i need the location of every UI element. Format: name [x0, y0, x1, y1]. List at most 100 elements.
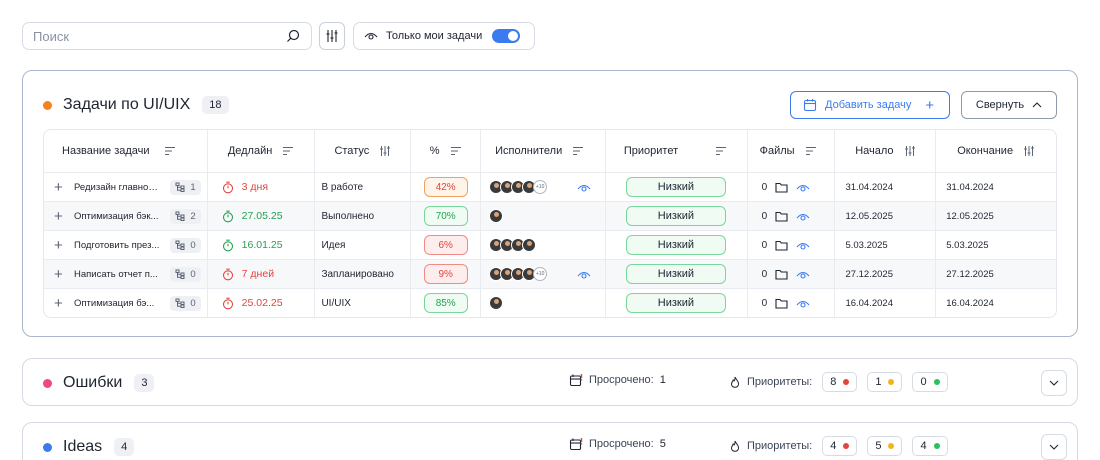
status-cell[interactable]: Запланировано — [315, 260, 412, 288]
eye-icon[interactable] — [796, 182, 810, 193]
column-settings-icon[interactable] — [904, 145, 916, 157]
more-assignees-badge[interactable]: +10 — [533, 267, 548, 281]
column-header-status[interactable]: Статус — [315, 130, 412, 172]
priority-badge[interactable]: Низкий — [625, 235, 726, 255]
sort-icon[interactable] — [805, 146, 817, 156]
eye-icon[interactable] — [796, 269, 810, 280]
priority-medium-count[interactable]: 1 — [867, 372, 903, 392]
priority-badge[interactable]: Низкий — [625, 264, 726, 284]
priority-badge[interactable]: Низкий — [625, 177, 726, 197]
column-settings-icon[interactable] — [1023, 145, 1035, 157]
task-name[interactable]: Оптимизация бэ... — [74, 297, 155, 309]
filter-settings-button[interactable] — [319, 22, 345, 50]
column-settings-icon[interactable] — [379, 145, 391, 157]
folder-icon[interactable] — [775, 240, 788, 251]
expand-group-button[interactable] — [1041, 434, 1067, 460]
only-my-tasks-filter[interactable]: Только мои задачи — [353, 22, 535, 50]
avatar[interactable] — [500, 180, 515, 194]
priority-badge[interactable]: Низкий — [625, 206, 726, 226]
status-cell[interactable]: В работе — [315, 173, 412, 201]
column-header-task-name[interactable]: Название задачи — [44, 130, 208, 172]
priority-low-count[interactable]: 0 — [912, 372, 948, 392]
subtask-count-badge[interactable]: 2 — [170, 208, 201, 224]
more-assignees-badge[interactable]: +10 — [533, 180, 548, 194]
assignee-avatars[interactable] — [487, 296, 504, 310]
priority-badge[interactable]: Низкий — [625, 293, 726, 313]
task-name[interactable]: Оптимизация бэк... — [74, 210, 159, 222]
expand-row-icon[interactable]: + — [54, 265, 63, 283]
subtask-count-badge[interactable]: 0 — [170, 295, 201, 311]
priority-medium-count[interactable]: 5 — [867, 436, 903, 456]
priority-high-count[interactable]: 8 — [822, 372, 858, 392]
sort-icon[interactable] — [450, 146, 462, 156]
expand-row-icon[interactable]: + — [54, 236, 63, 254]
eye-icon[interactable] — [796, 298, 810, 309]
collapse-button[interactable]: Свернуть — [961, 91, 1057, 119]
column-header-start[interactable]: Начало — [835, 130, 937, 172]
task-name[interactable]: Написать отчет п... — [74, 268, 158, 280]
avatar[interactable] — [500, 267, 515, 281]
search-icon[interactable] — [285, 28, 301, 44]
eye-icon[interactable] — [577, 269, 591, 280]
status-cell[interactable]: Идея — [315, 231, 412, 259]
sort-icon[interactable] — [715, 146, 727, 156]
column-header-deadline[interactable]: Дедлайн — [208, 130, 316, 172]
avatar[interactable] — [522, 238, 537, 252]
assignees-cell[interactable]: +10 — [481, 173, 606, 201]
task-name[interactable]: Редизайн главной... — [74, 181, 160, 193]
eye-icon[interactable] — [796, 240, 810, 251]
subtask-count-badge[interactable]: 1 — [170, 179, 201, 195]
start-date: 31.04.2024 — [845, 181, 893, 193]
expand-row-icon[interactable]: + — [54, 178, 63, 196]
priority-high-count[interactable]: 4 — [822, 436, 858, 456]
column-header-percent[interactable]: % — [411, 130, 482, 172]
folder-icon[interactable] — [775, 298, 788, 309]
timer-icon — [222, 297, 234, 310]
subtask-count-badge[interactable]: 0 — [170, 266, 201, 282]
assignee-avatars[interactable] — [487, 238, 537, 252]
priority-low-count[interactable]: 4 — [912, 436, 948, 456]
expand-row-icon[interactable]: + — [54, 207, 63, 225]
assignee-avatars[interactable]: +10 — [487, 180, 548, 194]
subtask-count: 0 — [190, 297, 196, 309]
eye-icon[interactable] — [796, 211, 810, 222]
avatar[interactable] — [489, 209, 504, 223]
percent-cell: 85% — [411, 289, 482, 317]
eye-icon[interactable] — [577, 182, 591, 193]
search-box[interactable] — [22, 22, 312, 50]
assignees-cell[interactable] — [481, 289, 606, 317]
status-cell[interactable]: Выполнено — [315, 202, 412, 230]
column-header-assignees[interactable]: Исполнители — [481, 130, 606, 172]
assignees-cell[interactable] — [481, 202, 606, 230]
folder-icon[interactable] — [775, 269, 788, 280]
sort-icon[interactable] — [164, 146, 176, 156]
status-cell[interactable]: UI/UIX — [315, 289, 412, 317]
only-my-tasks-toggle[interactable] — [492, 29, 521, 43]
subtask-count-badge[interactable]: 0 — [170, 237, 201, 253]
avatar[interactable] — [489, 296, 504, 310]
task-name[interactable]: Подготовить през... — [74, 239, 160, 251]
assignee-avatars[interactable]: +10 — [487, 267, 548, 281]
assignee-avatars[interactable] — [487, 209, 504, 223]
folder-icon[interactable] — [775, 182, 788, 193]
expand-row-icon[interactable]: + — [54, 294, 63, 312]
column-header-end[interactable]: Окончание — [936, 130, 1056, 172]
assignees-cell[interactable] — [481, 231, 606, 259]
expand-group-button[interactable] — [1041, 370, 1067, 396]
assignees-cell[interactable]: +10 — [481, 260, 606, 288]
column-header-files[interactable]: Файлы — [748, 130, 836, 172]
folder-icon[interactable] — [775, 211, 788, 222]
sort-icon[interactable] — [282, 146, 294, 156]
overdue-stat: Просрочено:1 — [569, 373, 666, 387]
sort-icon[interactable] — [572, 146, 584, 156]
column-header-priority[interactable]: Приоритет — [606, 130, 748, 172]
search-input[interactable] — [33, 28, 285, 44]
add-task-button[interactable]: Добавить задачу + — [790, 91, 950, 119]
